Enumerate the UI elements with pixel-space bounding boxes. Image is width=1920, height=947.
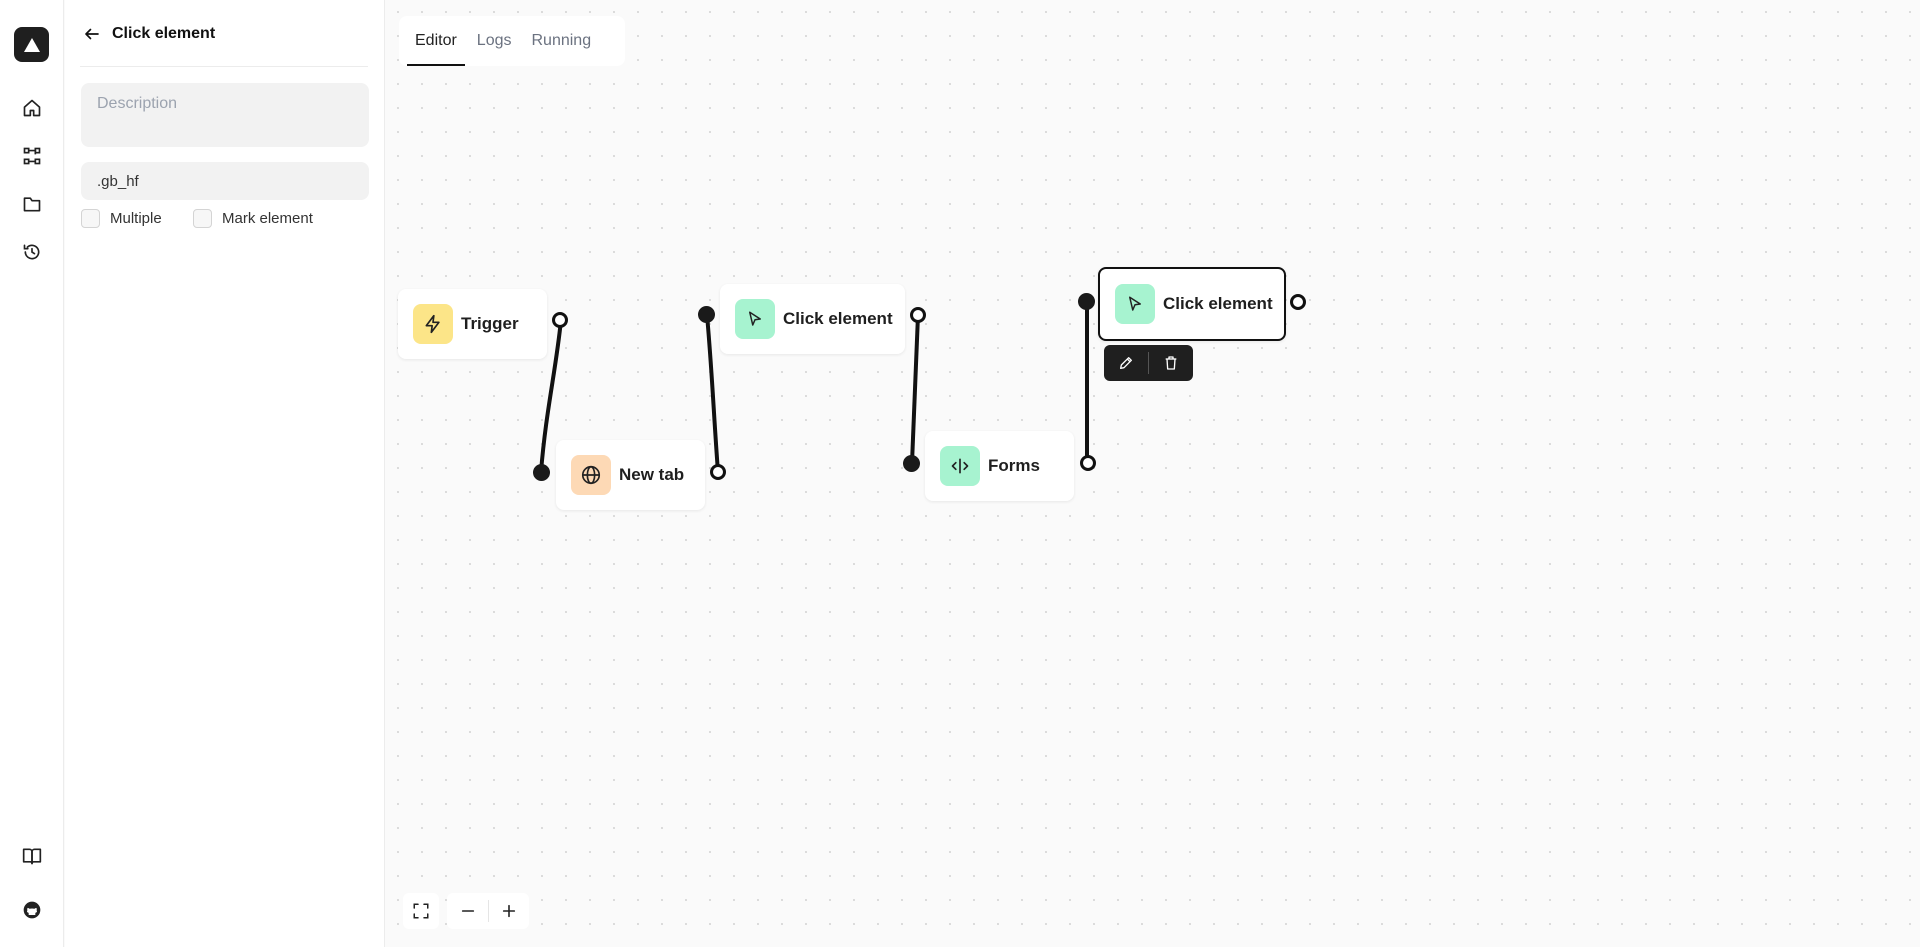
folder-icon[interactable] xyxy=(19,191,45,217)
node-label: Trigger xyxy=(461,314,519,333)
selector-input[interactable] xyxy=(81,162,369,200)
node-label: Click element xyxy=(1163,294,1273,313)
multiple-checkbox[interactable] xyxy=(81,208,100,228)
app-logo-icon[interactable] xyxy=(14,27,49,62)
zoom-in-icon[interactable] xyxy=(489,893,529,929)
block-settings-panel: Click element Multiple Mark element xyxy=(65,0,385,947)
tab-editor[interactable]: Editor xyxy=(407,16,465,66)
cursor-icon xyxy=(1115,284,1155,324)
editor-tabs: Editor Logs Running xyxy=(399,16,625,66)
panel-title: Click element xyxy=(112,25,216,42)
description-input[interactable] xyxy=(81,83,369,147)
output-handle[interactable] xyxy=(1080,455,1096,471)
globe-icon xyxy=(571,455,611,495)
fullscreen-icon[interactable] xyxy=(403,893,439,929)
node-trigger[interactable]: Trigger xyxy=(398,289,547,359)
left-rail xyxy=(0,0,64,947)
mark-element-checkbox[interactable] xyxy=(193,208,212,228)
multiple-label: Multiple xyxy=(110,209,162,227)
node-click-element[interactable]: Click element xyxy=(720,284,905,354)
tab-running[interactable]: Running xyxy=(531,32,592,49)
multiple-option[interactable]: Multiple xyxy=(81,207,162,229)
node-label: New tab xyxy=(619,465,685,484)
node-label: Forms xyxy=(988,456,1040,475)
input-handle[interactable] xyxy=(698,306,715,323)
home-icon[interactable] xyxy=(19,95,45,121)
github-icon[interactable] xyxy=(19,897,45,923)
back-arrow-icon[interactable] xyxy=(80,22,104,46)
node-click-element-selected[interactable]: Click element xyxy=(1098,267,1286,341)
input-handle[interactable] xyxy=(1078,293,1095,310)
input-handle[interactable] xyxy=(533,464,550,481)
history-icon[interactable] xyxy=(19,239,45,265)
text-cursor-icon xyxy=(940,446,980,486)
node-label: Click element xyxy=(783,309,893,328)
book-icon[interactable] xyxy=(19,843,45,869)
panel-header: Click element xyxy=(80,22,368,67)
output-handle[interactable] xyxy=(910,307,926,323)
output-handle[interactable] xyxy=(552,312,568,328)
zoom-divider xyxy=(487,900,489,922)
node-forms[interactable]: Forms xyxy=(925,431,1074,501)
cursor-icon xyxy=(735,299,775,339)
output-handle[interactable] xyxy=(710,464,726,480)
node-new-tab[interactable]: New tab xyxy=(556,440,705,510)
pencil-icon[interactable] xyxy=(1104,345,1148,381)
tab-logs[interactable]: Logs xyxy=(476,32,512,49)
mark-element-label: Mark element xyxy=(222,209,313,227)
node-toolbar xyxy=(1104,345,1193,381)
workflow-icon[interactable] xyxy=(19,143,45,169)
mark-element-option[interactable]: Mark element xyxy=(193,207,313,229)
trash-icon[interactable] xyxy=(1149,345,1193,381)
output-handle[interactable] xyxy=(1290,294,1306,310)
toolbar-divider xyxy=(1148,352,1149,374)
lightning-icon xyxy=(413,304,453,344)
input-handle[interactable] xyxy=(903,455,920,472)
zoom-controls xyxy=(447,893,529,929)
zoom-out-icon[interactable] xyxy=(448,893,488,929)
